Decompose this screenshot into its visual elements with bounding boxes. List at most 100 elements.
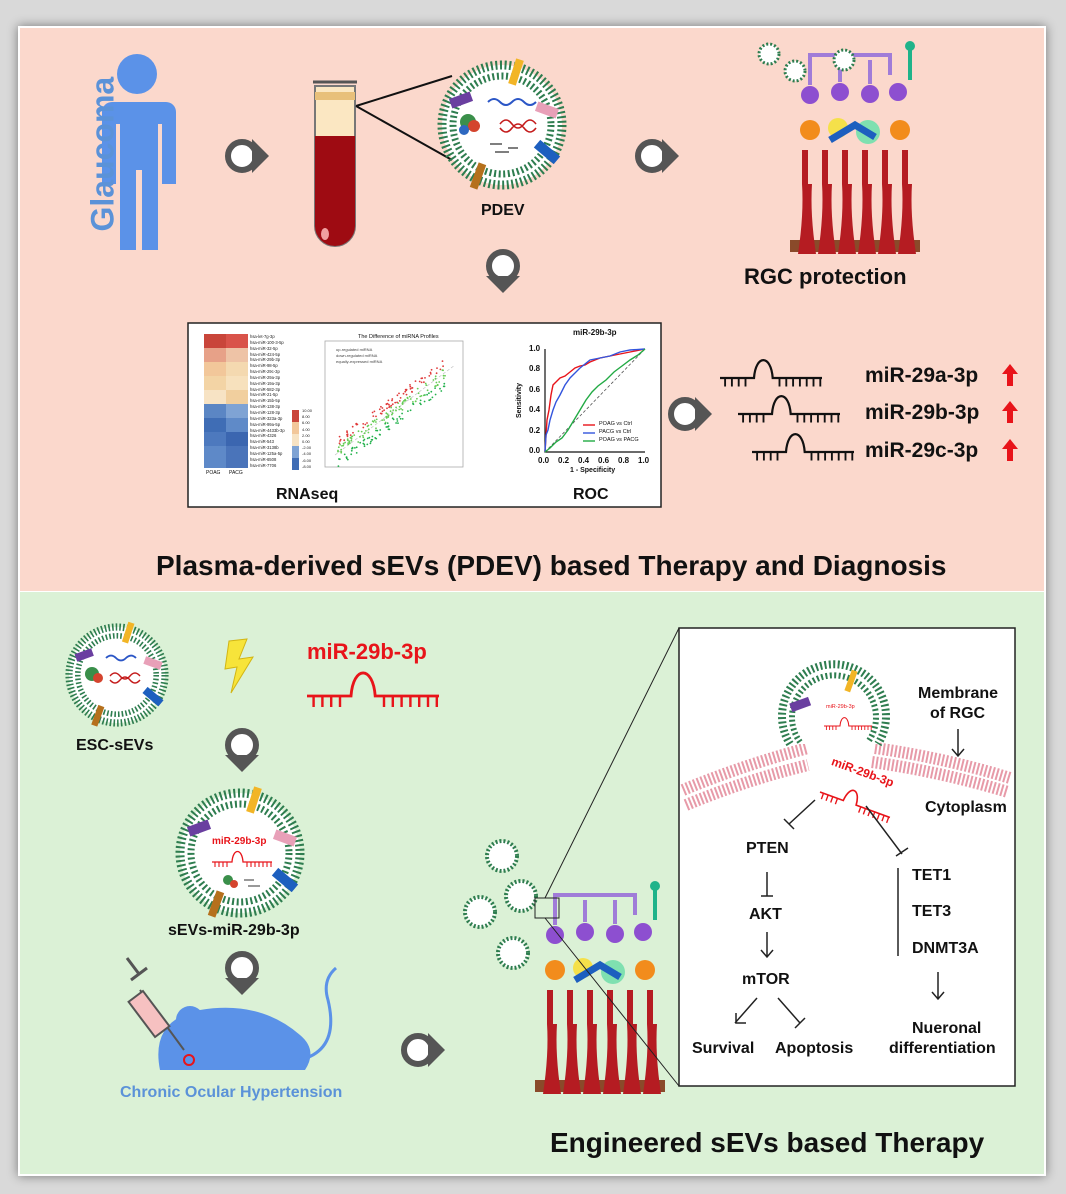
scatter-point <box>368 436 371 439</box>
scatter-point <box>396 394 399 397</box>
of-rgc-label: of RGC <box>930 705 986 722</box>
scatter-point <box>396 418 398 420</box>
scatter-point <box>387 399 390 402</box>
scatter-point <box>367 428 370 431</box>
tet3-label: TET3 <box>912 903 952 920</box>
scatter-point <box>362 426 365 429</box>
heatmap-gene-label: hsa-miR-7706 <box>250 462 277 468</box>
scatter-point <box>351 425 354 428</box>
roc-x-tick: 0.0 <box>538 456 550 465</box>
scatter-point <box>394 401 397 404</box>
scatter-point <box>386 422 389 424</box>
scatter-point <box>404 390 407 393</box>
scatter-legend-item: down-regulated miRNA <box>336 353 378 358</box>
mirna-glyph-29c <box>750 433 856 462</box>
scatter-point <box>402 392 405 395</box>
scatter-point <box>344 441 346 444</box>
top-retina-icon <box>790 41 920 254</box>
scatter-point <box>430 390 433 393</box>
scatter-point <box>419 395 422 398</box>
scatter-point <box>383 409 385 412</box>
mirna-29a-label: miR-29a-3p <box>865 364 979 387</box>
scatter-point <box>359 441 362 444</box>
pdev-vesicle-icon <box>442 58 562 189</box>
heatmap-gene-label: hsa-let-7g-3p <box>250 334 275 339</box>
scatter-point <box>366 443 369 446</box>
scatter-point <box>431 396 434 399</box>
injection-site-icon <box>183 1054 195 1066</box>
roc-x-tick: 0.4 <box>578 456 590 465</box>
mirna-glyph-29b <box>736 395 842 424</box>
tet1-label: TET1 <box>912 867 952 884</box>
scatter-point <box>412 401 414 403</box>
heatmap-gene-label: hsa-miR-32-5p <box>250 345 278 351</box>
scatter-point <box>363 438 366 441</box>
fusing-vesicle-mir-label: miR-29b-3p <box>826 704 855 710</box>
roc-xlabel: 1 - Specificity <box>570 467 616 474</box>
scatter-point <box>429 398 432 401</box>
scatter-point <box>391 399 393 402</box>
scatter-point <box>362 442 365 445</box>
esc-cargo-icon <box>85 654 141 684</box>
arrow-esc-to-engineered-icon <box>225 731 259 772</box>
scatter-point <box>434 393 437 396</box>
scatter-point <box>388 403 390 406</box>
top-panel-title: Plasma-derived sEVs (PDEV) based Therapy… <box>156 550 947 581</box>
scatter-point <box>346 439 349 442</box>
scatter-point <box>375 429 377 432</box>
heatmap-scale-label: 10.00 <box>302 408 313 413</box>
heatmap-scale-label: -2.00 <box>302 445 312 451</box>
scatter-point <box>397 422 399 424</box>
scatter-point <box>395 406 397 409</box>
syringe-icon <box>125 957 185 1051</box>
mirna-29b-label: miR-29b-3p <box>865 401 980 424</box>
scatter-point <box>387 416 390 418</box>
scatter-point <box>338 435 341 438</box>
scatter-point <box>375 427 377 430</box>
scatter-point <box>443 385 446 388</box>
scatter-point <box>442 374 445 377</box>
scatter-point <box>406 397 409 400</box>
roc-x-tick: 0.6 <box>598 456 610 465</box>
scatter-point <box>439 387 441 390</box>
scatter-point <box>385 417 388 419</box>
scatter-point <box>414 400 417 403</box>
roc-x-tick: 1.0 <box>638 456 650 465</box>
heatmap-gene-label: hsa-miR-29b-3p <box>250 357 281 363</box>
scatter-point <box>404 399 407 402</box>
heatmap-scale-label: -6.00 <box>302 457 312 463</box>
heatmap-gene-label: hsa-miR-424-5p <box>250 351 281 357</box>
zoom-lines-bottom <box>544 627 680 1087</box>
scatter-point <box>362 423 365 425</box>
heatmap-gene-label: hsa-miR-4433b-3p <box>250 427 285 433</box>
scatter-point <box>378 408 381 411</box>
scatter-point <box>376 429 379 432</box>
scatter-point <box>409 398 412 400</box>
scatter-point <box>432 379 435 381</box>
scatter-point <box>385 412 388 415</box>
mirna-glyph-29b-bottom <box>305 671 441 709</box>
scatter-point <box>363 445 366 448</box>
differentiation-label: differentiation <box>889 1040 996 1057</box>
roc-legend-poag-pacg: POAG vs PACG <box>599 437 639 443</box>
scatter-point <box>388 428 391 431</box>
scatter-point <box>373 410 376 413</box>
top-retina-vesicles <box>757 42 856 83</box>
arrow-person-to-tube-icon <box>228 139 269 173</box>
scatter-point <box>434 375 437 378</box>
roc-legend-poag-ctrl: POAG vs Ctrl <box>599 421 633 427</box>
scatter-point <box>387 414 390 417</box>
scatter-point <box>342 442 345 445</box>
heatmap-scale-label: 2.00 <box>302 432 310 438</box>
scatter-point <box>416 397 418 400</box>
scatter-point <box>351 435 354 438</box>
scatter-point <box>343 453 346 456</box>
scatter-point <box>385 403 388 406</box>
heatmap-scale-label: -8.00 <box>302 463 312 469</box>
scatter-point <box>418 380 421 383</box>
heatmap-col-pacg: PACG <box>229 470 243 476</box>
scatter-point <box>350 437 353 440</box>
scatter-point <box>401 403 404 405</box>
scatter-point <box>337 449 339 452</box>
